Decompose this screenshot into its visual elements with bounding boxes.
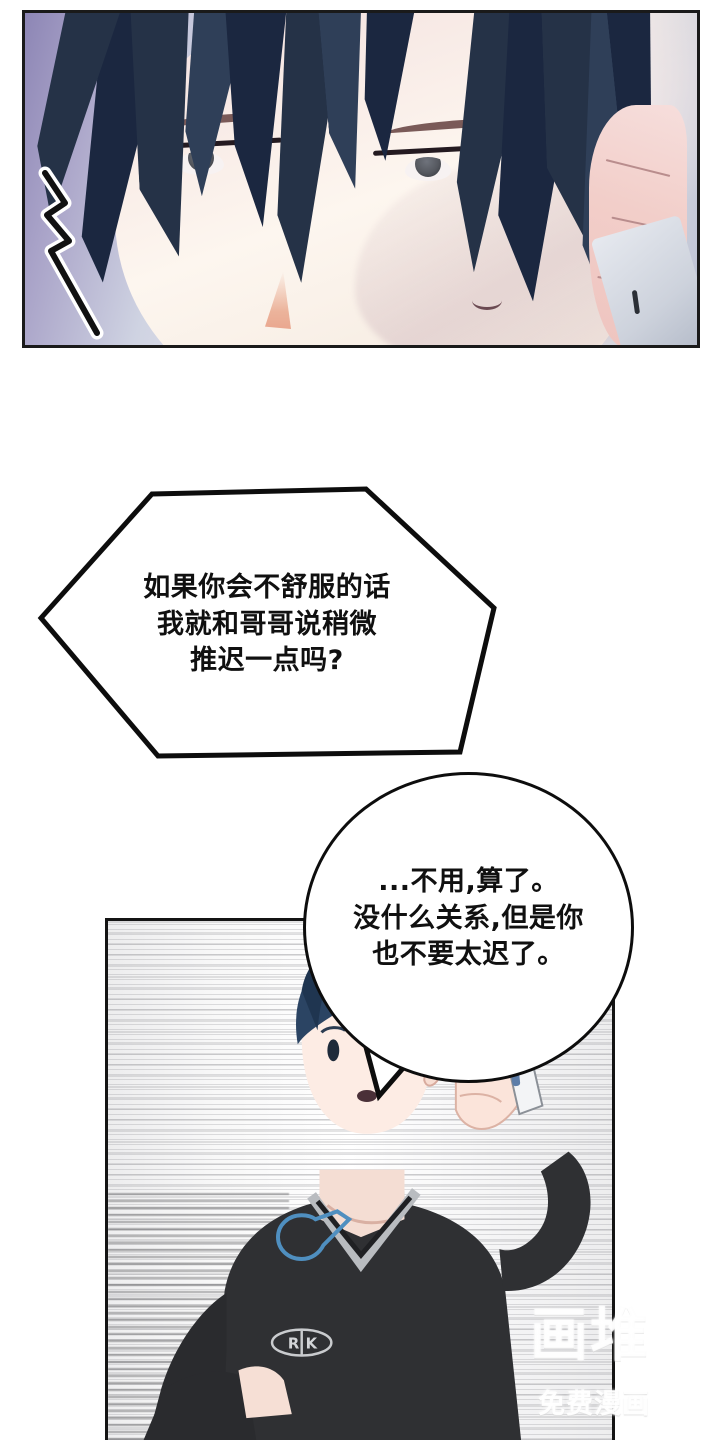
mouth bbox=[472, 291, 502, 310]
collar-inner bbox=[315, 1195, 413, 1259]
ellipse-bubble-text: ...不用,算了。 没什么关系,但是你 也不要太迟了。 bbox=[317, 864, 620, 974]
bubble-line: 没什么关系,但是你 bbox=[353, 902, 584, 934]
neck bbox=[319, 1169, 405, 1238]
finger-line bbox=[605, 159, 671, 177]
right-sleeve bbox=[499, 1151, 591, 1291]
right-iris bbox=[414, 157, 441, 177]
hexagon-bubble-text: 如果你会不舒服的话 我就和哥哥说稍微 推迟一点吗? bbox=[36, 570, 498, 680]
bubble-line: 我就和哥哥说稍微 bbox=[157, 608, 377, 640]
ellipse-speech-bubble: ...不用,算了。 没什么关系,但是你 也不要太迟了。 bbox=[303, 772, 634, 1102]
finger-line bbox=[459, 1093, 502, 1103]
right-eyeball bbox=[404, 157, 451, 181]
arm-hip bbox=[143, 1371, 257, 1440]
speedline-zigzag-icon bbox=[38, 166, 104, 340]
forearm-skin bbox=[238, 1366, 292, 1419]
bubble-line: ...不用,算了。 bbox=[378, 866, 559, 897]
sweatdrop-icon bbox=[275, 1209, 353, 1262]
hexagon-bubble-outline bbox=[37, 486, 497, 759]
left-eye bbox=[327, 1039, 340, 1062]
hexagon-speech-bubble: 如果你会不舒服的话 我就和哥哥说稍微 推迟一点吗? bbox=[36, 486, 498, 760]
chest-logo-left-letter: R bbox=[288, 1334, 300, 1352]
panel-closeup-face bbox=[22, 10, 700, 348]
chest-logo-outline bbox=[270, 1328, 333, 1357]
chest-logo-right-letter: K bbox=[306, 1334, 318, 1352]
bubble-line: 也不要太迟了。 bbox=[372, 939, 565, 971]
bubble-line: 推迟一点吗? bbox=[190, 645, 344, 677]
bubble-line: 如果你会不舒服的话 bbox=[143, 572, 391, 603]
ellipse-bubble-outline bbox=[303, 772, 634, 1083]
right-eye bbox=[373, 116, 521, 187]
mouth bbox=[357, 1090, 377, 1102]
phone-speaker bbox=[631, 289, 641, 315]
